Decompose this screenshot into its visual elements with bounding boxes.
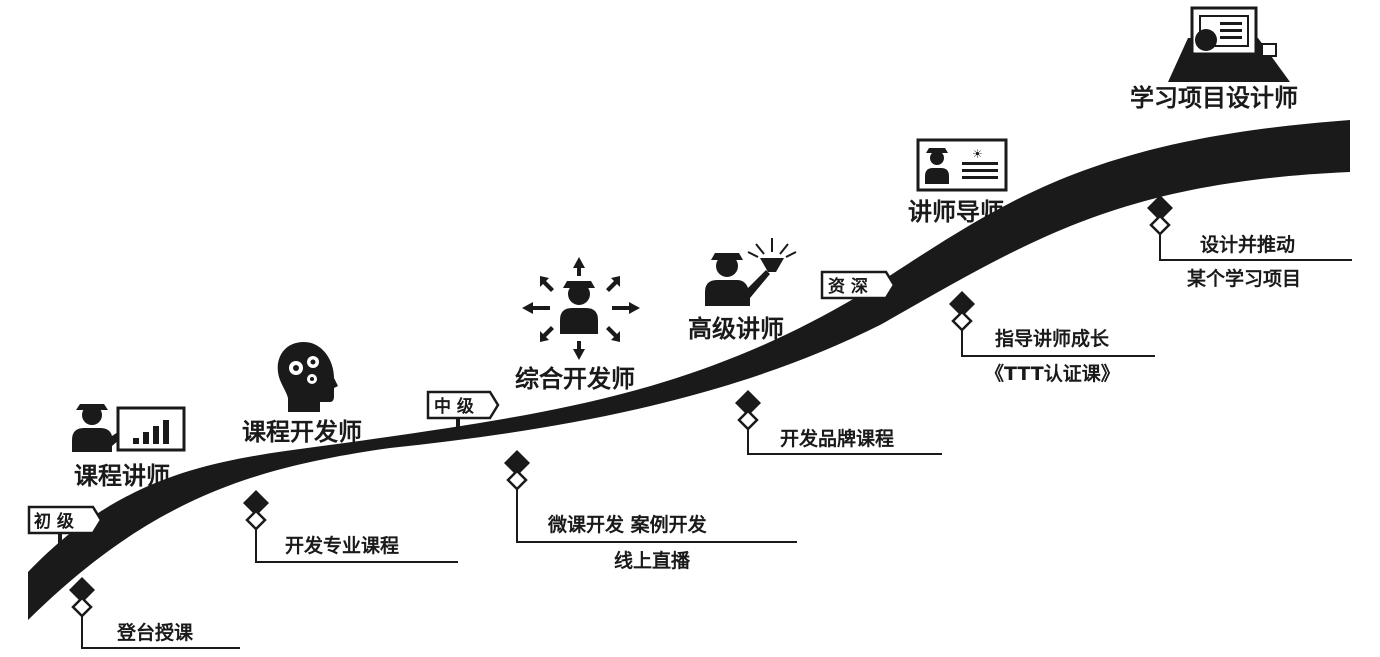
- task-label: 微课开发 案例开发: [547, 513, 708, 536]
- level-label: 初 级: [34, 511, 74, 532]
- milestone-marker-4: 开发品牌课程: [735, 390, 942, 455]
- level-sign-senior: 资 深: [820, 270, 896, 319]
- milestone-marker-2: 开发专业课程: [243, 490, 458, 563]
- milestone-marker-3: 微课开发 案例开发 线上直播: [504, 450, 797, 572]
- person-arrows-icon: [522, 257, 640, 360]
- task-label: 开发品牌课程: [780, 427, 894, 450]
- milestone-marker-6: 设计并推动 某个学习项目: [1147, 195, 1352, 290]
- role-label: 高级讲师: [688, 315, 784, 343]
- task-label: 《TTT认证课》: [985, 362, 1120, 385]
- level-sign-middle: 中 级: [426, 390, 500, 439]
- svg-text:☀: ☀: [972, 147, 983, 161]
- presenter-chart-icon: [72, 404, 186, 452]
- role-label: 综合开发师: [515, 365, 635, 393]
- task-label: 设计并推动: [1200, 233, 1295, 256]
- level-label: 中 级: [434, 396, 474, 417]
- head-gears-icon: [277, 342, 338, 412]
- role-label: 讲师导师: [908, 198, 1004, 226]
- role-label: 课程开发师: [242, 418, 362, 446]
- level-sign-junior: 初 级: [27, 505, 103, 554]
- role-label: 学习项目设计师: [1130, 84, 1298, 112]
- level-label: 资 深: [828, 276, 868, 297]
- task-label: 某个学习项目: [1187, 267, 1301, 290]
- person-torch-icon: [705, 238, 797, 306]
- task-label: 指导讲师成长: [995, 327, 1110, 350]
- growth-curve: [28, 120, 1350, 620]
- milestone-marker-1: 登台授课: [69, 577, 240, 649]
- role-label: 课程讲师: [74, 462, 170, 490]
- task-label: 登台授课: [116, 621, 194, 644]
- task-label: 开发专业课程: [285, 534, 399, 557]
- task-label: 线上直播: [614, 549, 691, 572]
- id-card-icon: ☀: [916, 138, 1008, 192]
- person-computer-icon: [1168, 6, 1290, 82]
- milestone-marker-5: 指导讲师成长 《TTT认证课》: [949, 291, 1155, 385]
